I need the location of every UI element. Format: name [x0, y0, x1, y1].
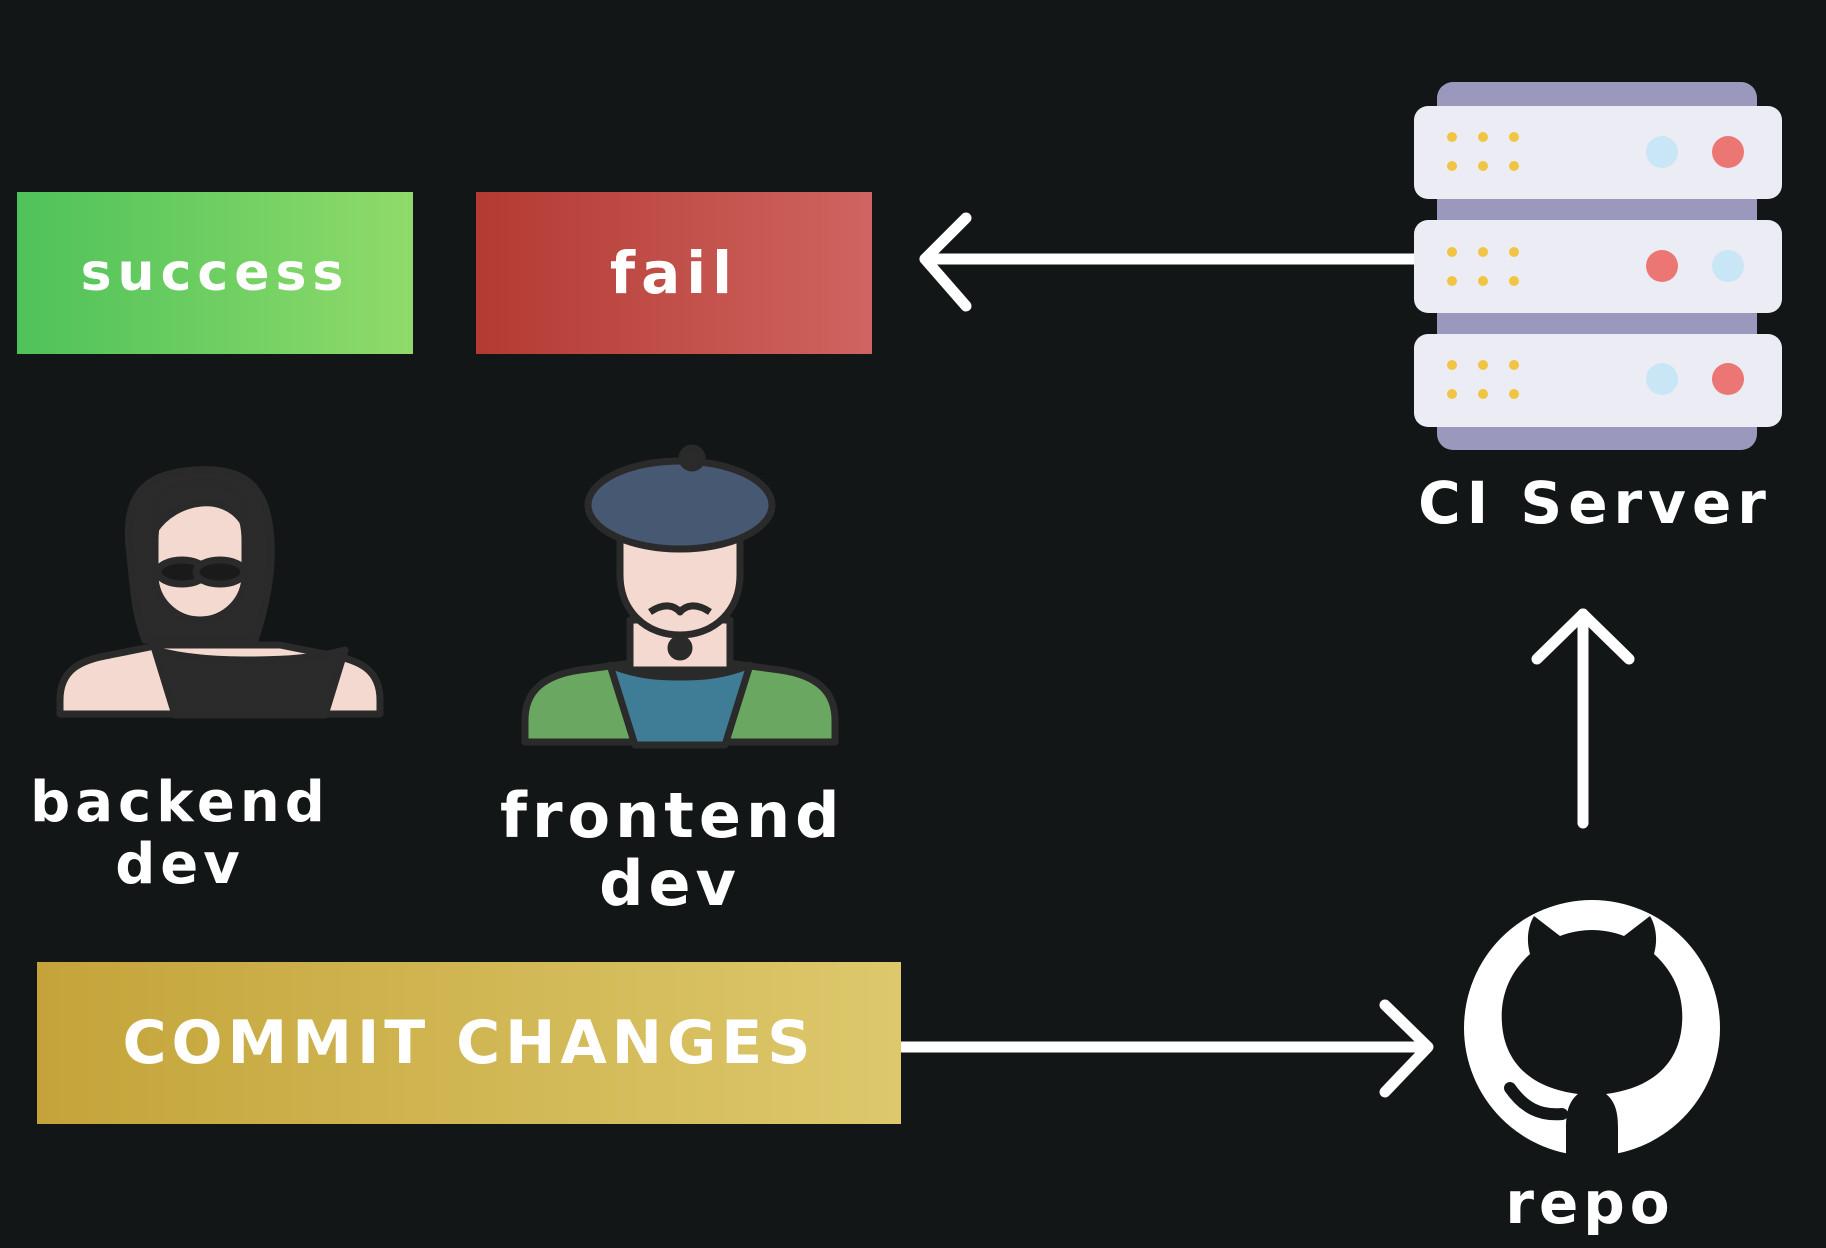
- frontend-dev-label: frontend dev: [500, 779, 845, 921]
- repo-label: repo: [1505, 1169, 1675, 1237]
- success-label: success: [80, 243, 350, 303]
- arrow-commit-to-repo: [896, 999, 1434, 1098]
- arrow-ci-to-status: [919, 212, 1446, 312]
- frontend-dev-label-line2: dev: [599, 847, 741, 921]
- backend-dev-label: backend dev: [20, 772, 340, 895]
- backend-dev-label-line2: dev: [115, 831, 245, 897]
- backend-dev-label-line1: backend: [30, 770, 330, 835]
- success-status-box: success: [17, 192, 413, 354]
- frontend-dev-avatar: [521, 444, 839, 749]
- server-rack-icon: [1414, 82, 1782, 450]
- ci-server-label: CI Server: [1418, 469, 1772, 537]
- commit-changes-label: COMMIT CHANGES: [122, 1008, 816, 1078]
- arrow-repo-to-ci: [1531, 608, 1635, 829]
- backend-dev-avatar: [56, 466, 384, 719]
- fail-label: fail: [609, 239, 739, 307]
- commit-changes-box: COMMIT CHANGES: [37, 962, 901, 1124]
- github-octocat-icon: [1464, 900, 1720, 1190]
- frontend-dev-label-line1: frontend: [500, 779, 845, 852]
- fail-status-box: fail: [476, 192, 872, 354]
